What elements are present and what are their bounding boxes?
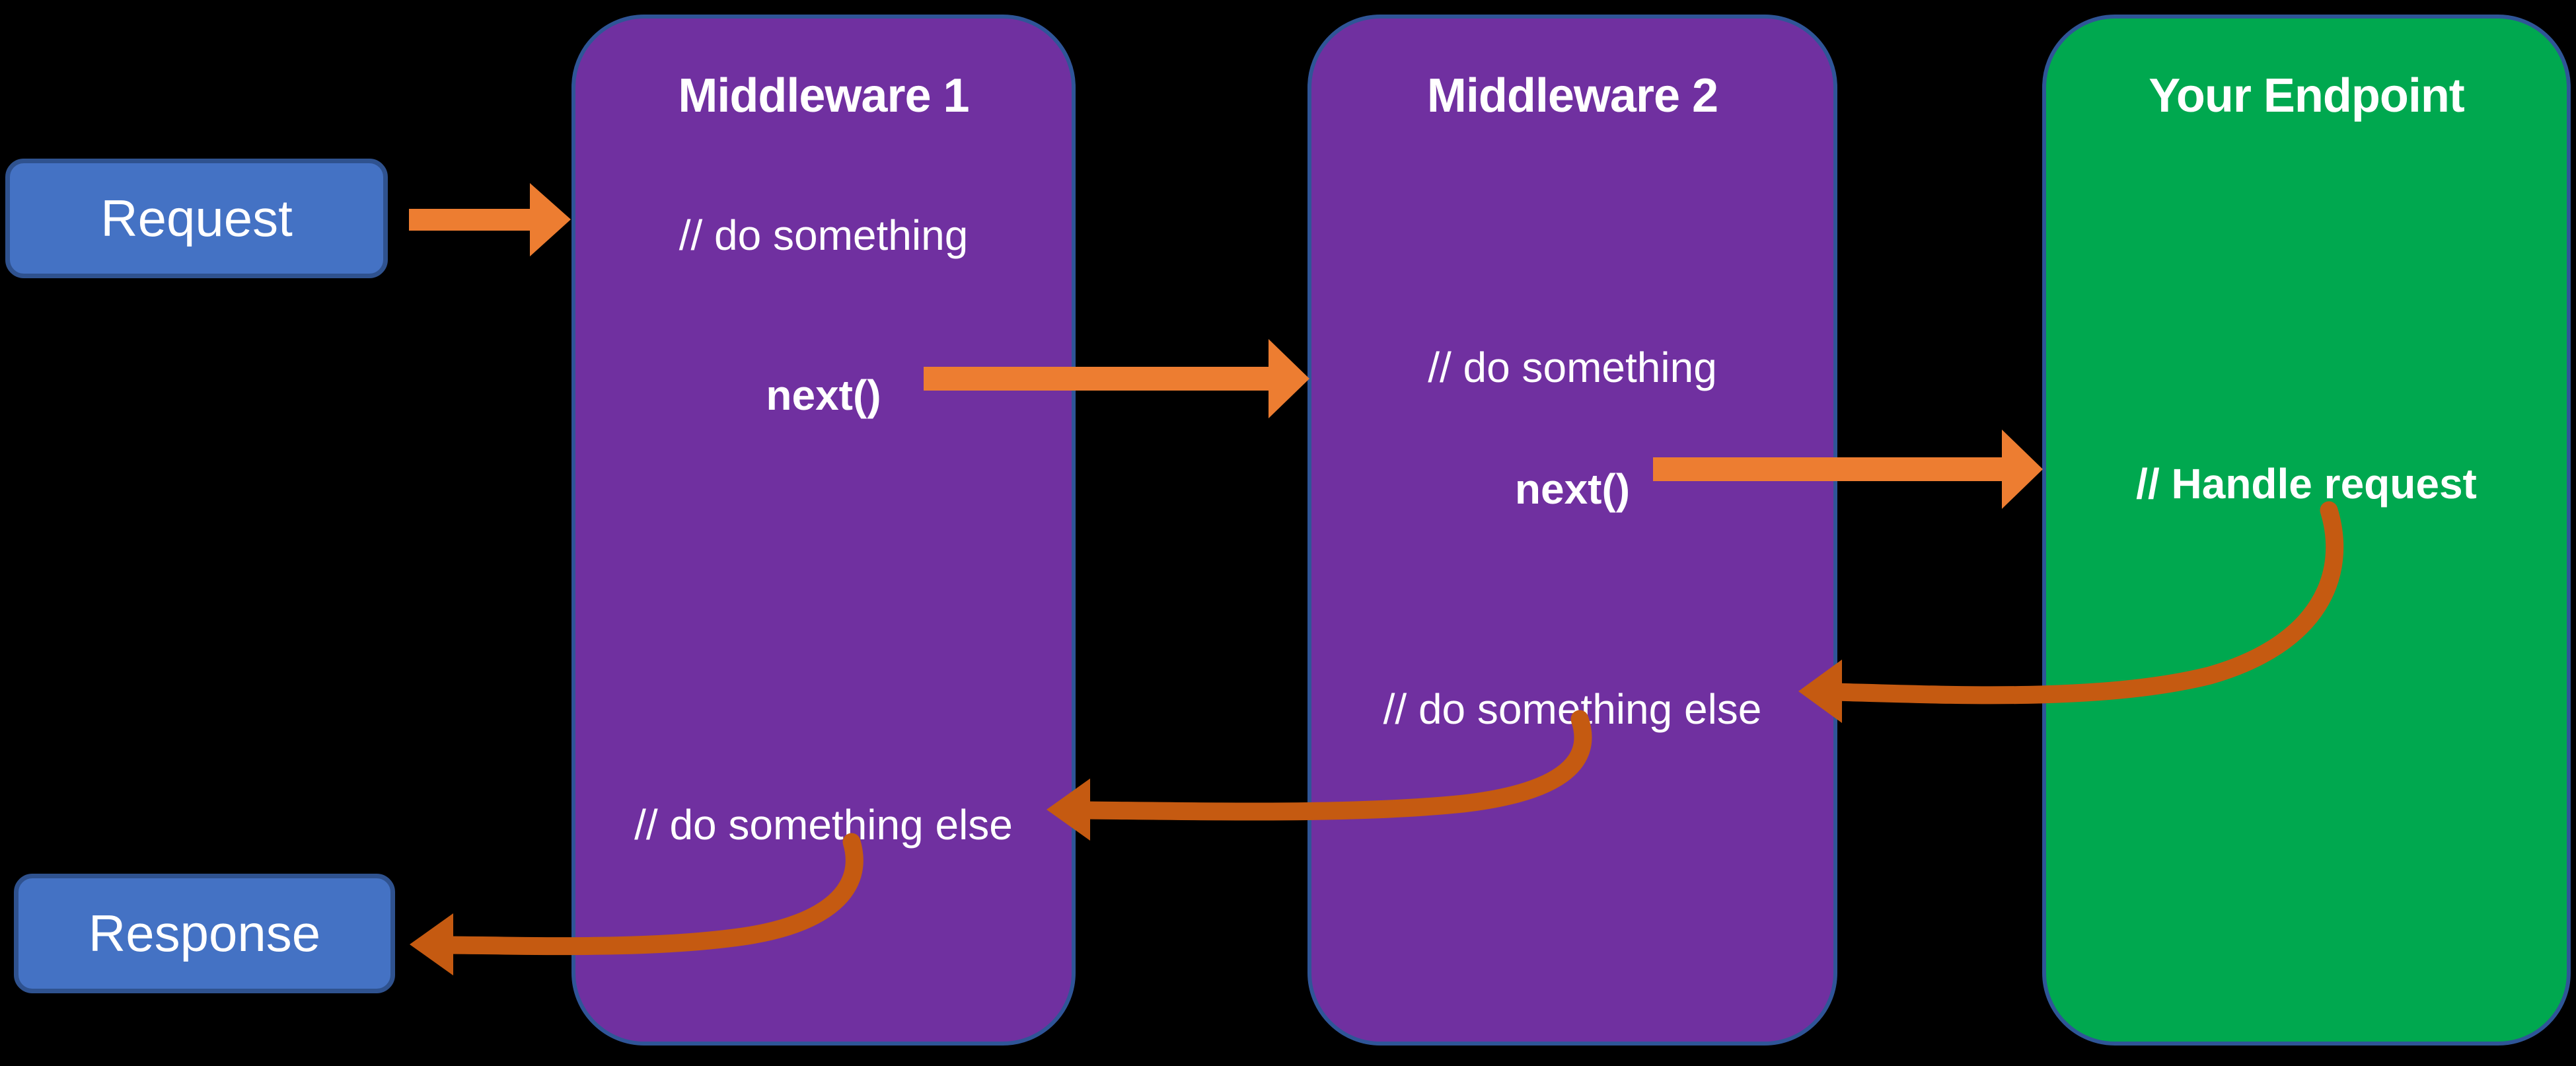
middleware1-node: Middleware 1 // do something next() // d… bbox=[571, 15, 1076, 1046]
middleware2-do-something: // do something bbox=[1428, 344, 1717, 391]
middleware1-do-something-else: // do something else bbox=[634, 801, 1013, 849]
endpoint-node: Your Endpoint // Handle request bbox=[2042, 15, 2571, 1046]
middleware1-do-something: // do something bbox=[679, 211, 969, 259]
middleware2-node: Middleware 2 // do something next() // d… bbox=[1307, 15, 1837, 1046]
endpoint-title: Your Endpoint bbox=[2149, 69, 2465, 122]
middleware2-title: Middleware 2 bbox=[1426, 69, 1718, 122]
endpoint-handle-request: // Handle request bbox=[2136, 460, 2477, 508]
middleware2-do-something-else: // do something else bbox=[1383, 685, 1762, 733]
middleware1-title: Middleware 1 bbox=[678, 69, 969, 122]
response-label: Response bbox=[88, 904, 321, 962]
request-to-middleware1-arrow bbox=[409, 183, 571, 256]
request-label: Request bbox=[100, 189, 293, 247]
request-node: Request bbox=[5, 159, 388, 278]
response-node: Response bbox=[14, 874, 395, 993]
middleware1-next-call: next() bbox=[766, 371, 881, 419]
middleware2-next-call: next() bbox=[1514, 465, 1631, 513]
